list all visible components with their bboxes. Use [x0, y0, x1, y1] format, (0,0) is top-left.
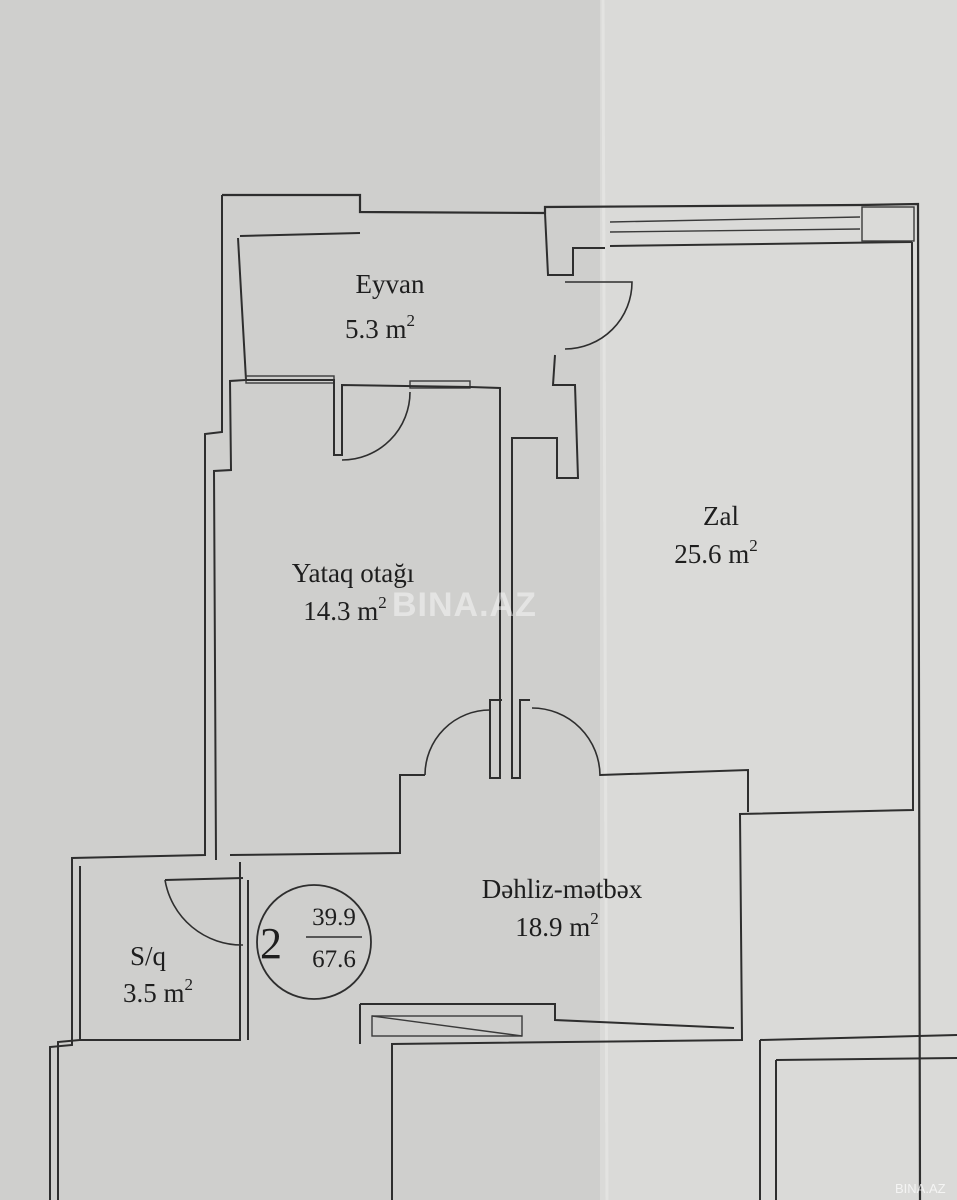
badge-living-area: 39.9 — [312, 904, 356, 931]
badge-room-count: 2 — [260, 919, 282, 968]
room-zal: Zal 25.6 m2 — [674, 501, 758, 569]
watermark-corner: BINA.AZ — [895, 1181, 946, 1196]
room-eyvan: Eyvan 5.3 m2 — [345, 269, 425, 344]
windows — [245, 206, 915, 1037]
interior-walls — [80, 212, 957, 1200]
svg-text:14.3 m2: 14.3 m2 — [303, 593, 387, 626]
room-zal-area: 25.6 m — [674, 539, 749, 569]
badge-total-area: 67.6 — [312, 946, 356, 973]
room-zal-name: Zal — [703, 501, 739, 531]
svg-text:25.6 m2: 25.6 m2 — [674, 536, 758, 569]
room-yataq-name: Yataq otağı — [292, 558, 415, 588]
doors — [164, 281, 633, 946]
room-yataq-area: 14.3 m — [303, 596, 378, 626]
room-sq-area: 3.5 m — [123, 978, 185, 1008]
room-eyvan-area: 5.3 m — [345, 314, 407, 344]
room-eyvan-name: Eyvan — [356, 269, 425, 299]
paper-right-half — [600, 0, 957, 1200]
svg-text:5.3 m2: 5.3 m2 — [345, 311, 415, 344]
room-sq-name: S/q — [130, 941, 167, 971]
svg-text:3.5 m2: 3.5 m2 — [123, 975, 193, 1008]
room-dehliz: Dəhliz-mətbəx 18.9 m2 — [482, 874, 643, 942]
exterior-walls — [49, 193, 922, 1200]
room-dehliz-name: Dəhliz-mətbəx — [482, 874, 643, 904]
room-yataq: Yataq otağı 14.3 m2 — [292, 558, 415, 626]
paper-fold — [601, 0, 609, 1200]
room-dehliz-area: 18.9 m — [515, 912, 590, 942]
room-sq: S/q 3.5 m2 — [123, 941, 193, 1008]
svg-text:18.9 m2: 18.9 m2 — [515, 909, 599, 942]
area-badge: 2 39.9 67.6 — [256, 884, 372, 1000]
watermark: BINA.AZ — [392, 586, 537, 624]
